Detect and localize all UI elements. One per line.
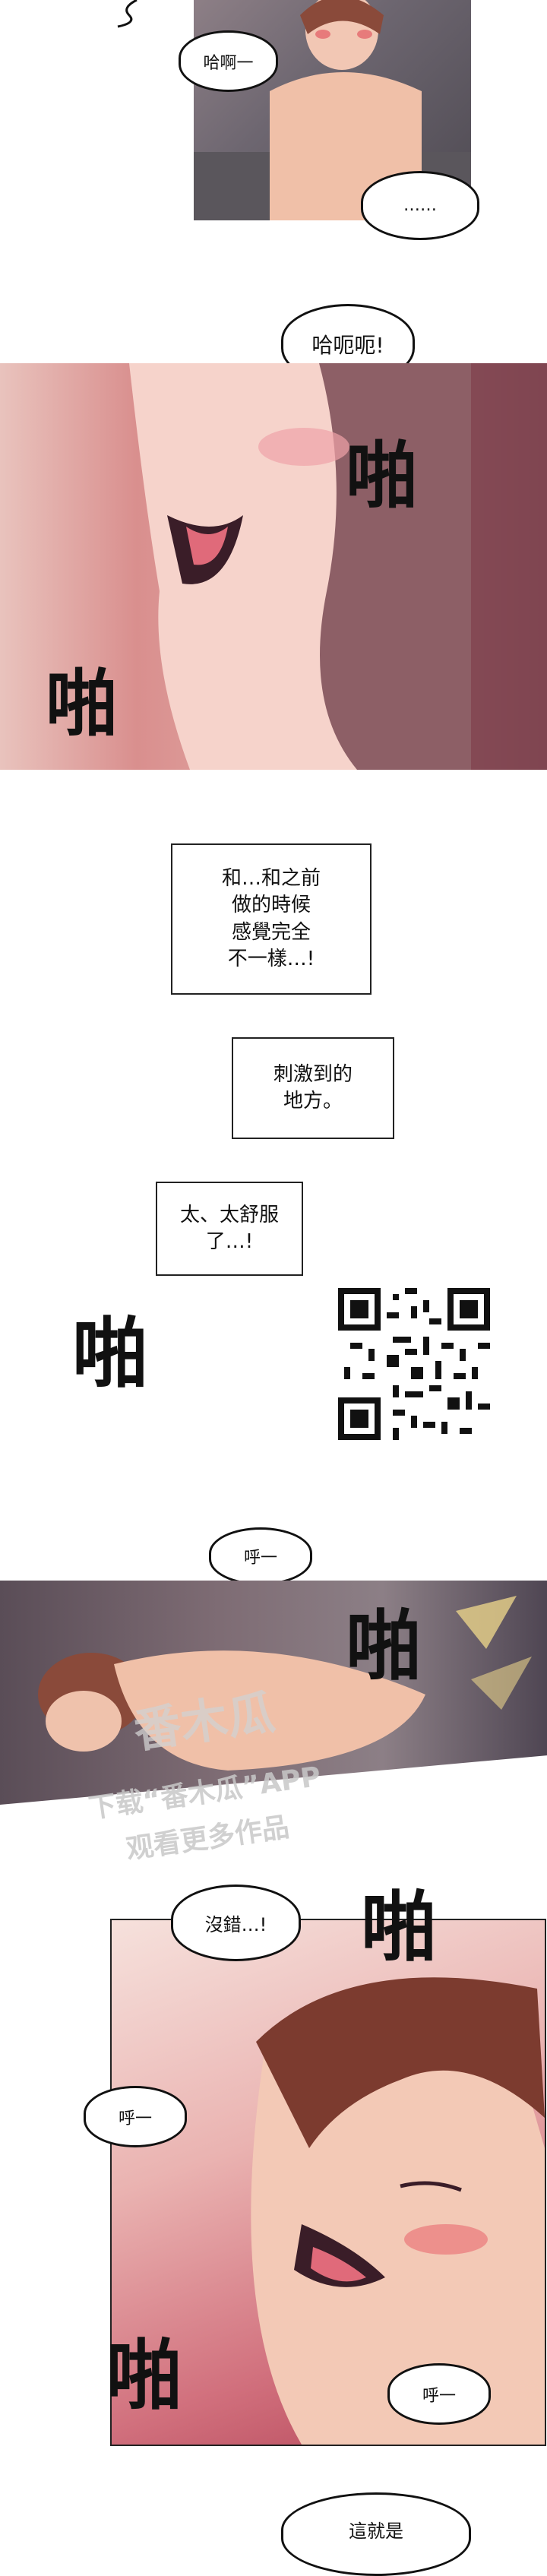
- bubble-text: 哈啊一: [203, 53, 254, 73]
- bubble-text: 呼一: [422, 2386, 456, 2406]
- qr-code: [338, 1288, 490, 1440]
- bodies-art: [38, 1596, 532, 1771]
- bubble-text: ……: [403, 196, 437, 215]
- sfx-pa-panel4-bottom: 啪: [106, 2331, 182, 2420]
- speech-bubble-ellipsis: ……: [361, 171, 479, 240]
- sfx-pa-right: 啪: [346, 434, 419, 518]
- sfx-pa-panel3: 啪: [346, 1601, 422, 1691]
- narration-box-1: 和…和之前 做的時候 感覺完全 不一樣…!: [171, 843, 372, 995]
- sfx-pa-panel4-top: 啪: [361, 1882, 437, 1972]
- sfx-pa-middle: 啪: [72, 1309, 148, 1398]
- panel-bodies-slanted: [0, 1581, 547, 1805]
- speech-bubble-hu-2: 呼一: [84, 2086, 187, 2147]
- speech-bubble-hu-3: 呼一: [387, 2363, 491, 2425]
- bubble-text: 沒錯…!: [204, 1914, 267, 1935]
- bubble-text: 呼一: [118, 2109, 152, 2128]
- speech-bubble-haa: 哈啊一: [179, 30, 278, 92]
- narration-box-2: 刺激到的 地方。: [232, 1037, 394, 1139]
- face-art: [129, 363, 547, 770]
- male-face-art: [251, 1977, 545, 2445]
- speech-bubble-hu-1: 呼一: [209, 1527, 312, 1585]
- bubble-text: 這就是: [349, 2521, 403, 2542]
- speech-bubble-this-is: 這就是: [281, 2492, 471, 2576]
- bubble-text: 呼一: [243, 1549, 277, 1568]
- bubble-text: 哈呃呃!: [311, 333, 384, 358]
- bubble-tail-squiggle: [117, 0, 138, 28]
- sfx-pa-left: 啪: [46, 662, 119, 746]
- narration-box-3: 太、太舒服 了…!: [156, 1182, 303, 1276]
- speech-bubble-correct: 沒錯…!: [171, 1885, 301, 1961]
- panel-closeup-face: [0, 363, 547, 770]
- panel-male-face: [110, 1919, 546, 2446]
